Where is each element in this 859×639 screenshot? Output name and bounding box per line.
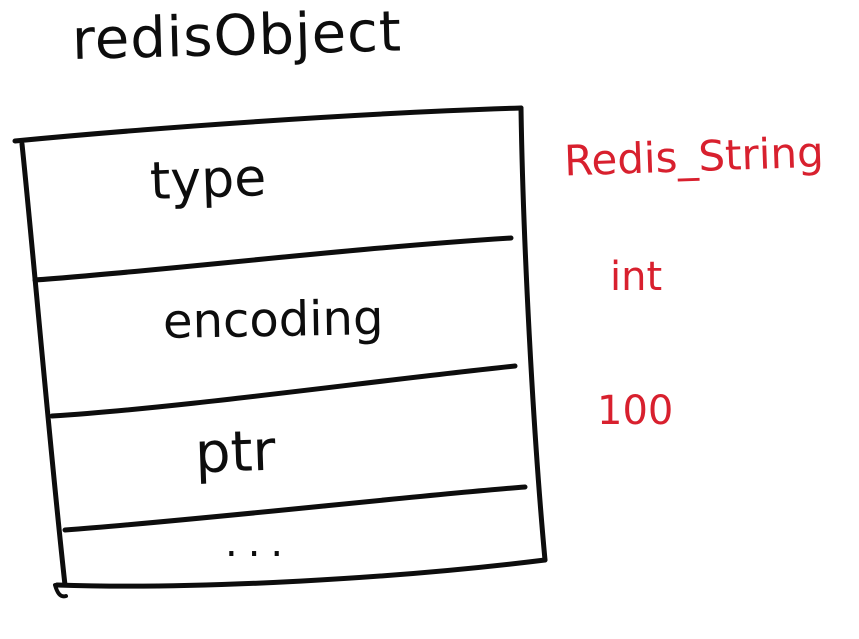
box-bottom-edge	[54, 557, 548, 589]
field-ptr-label: ptr	[193, 418, 277, 487]
type-value-annotation: Redis_String	[563, 127, 825, 186]
divider-type-encoding	[32, 235, 514, 283]
divider-encoding-ptr	[49, 363, 518, 419]
box-left-edge	[19, 141, 68, 588]
field-encoding-label: encoding	[162, 290, 384, 350]
divider-ptr-more	[62, 484, 528, 533]
box-corner-flick	[53, 583, 68, 599]
diagram-title: redisObject	[71, 0, 403, 73]
box-right-edge	[518, 105, 548, 563]
field-ellipsis-label: ...	[225, 520, 294, 566]
field-type-label: type	[148, 147, 268, 213]
ptr-value-annotation: 100	[597, 388, 674, 434]
box-top-edge	[12, 105, 524, 144]
encoding-value-annotation: int	[610, 254, 663, 300]
